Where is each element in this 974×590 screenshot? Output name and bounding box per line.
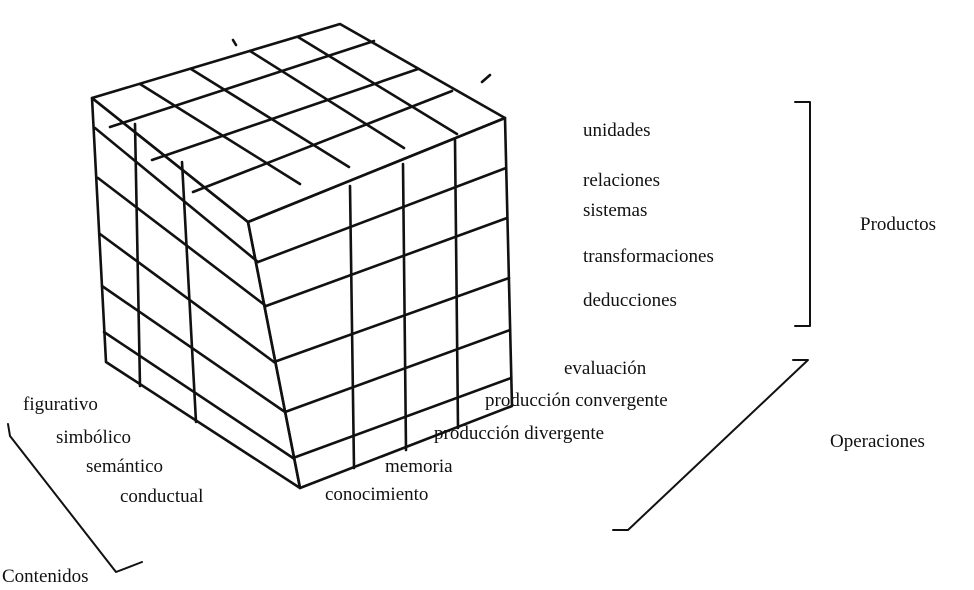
- right-grid-line: [256, 166, 508, 264]
- contenidos-group: figurativo simbólico semántico conductua…: [2, 394, 203, 587]
- operacion-memoria: memoria: [385, 456, 453, 477]
- top-grid-line: [189, 67, 351, 169]
- right-grid-line: [283, 328, 512, 414]
- operacion-evaluacion: evaluación: [564, 358, 647, 379]
- operacion-produccion-divergente: producción divergente: [434, 423, 604, 444]
- right-grid-line: [348, 184, 356, 470]
- producto-transformaciones: transformaciones: [583, 246, 714, 267]
- producto-deducciones: deducciones: [583, 290, 677, 311]
- operaciones-heading: Operaciones: [830, 431, 925, 452]
- right-grid-line: [291, 376, 513, 460]
- operaciones-bracket: [612, 359, 809, 531]
- top-grid-line: [296, 35, 459, 136]
- operaciones-group: evaluación producción convergente produc…: [325, 358, 925, 531]
- top-grid-line: [191, 89, 454, 194]
- left-grid-line: [96, 176, 268, 308]
- right-grid-line: [264, 216, 509, 308]
- intellect-cube: [90, 22, 514, 490]
- productos-group: unidades relaciones sistemas transformac…: [583, 101, 936, 327]
- left-grid-line: [102, 330, 295, 460]
- operacion-produccion-convergente: producción convergente: [485, 390, 668, 411]
- contenido-figurativo: figurativo: [23, 394, 98, 415]
- top-edge-stub: [480, 73, 492, 84]
- contenidos-heading: Contenidos: [2, 566, 89, 585]
- producto-unidades: unidades: [583, 120, 651, 141]
- producto-sistemas: sistemas: [583, 200, 647, 221]
- left-grid-line: [133, 122, 142, 388]
- top-grid-line: [108, 39, 376, 129]
- cube-right-face: [246, 116, 514, 490]
- producto-relaciones: relaciones: [583, 170, 660, 191]
- contenido-conductual: conductual: [120, 486, 203, 507]
- right-grid-line: [453, 138, 460, 430]
- left-grid-line: [100, 284, 287, 414]
- top-edge-stub: [231, 38, 238, 47]
- contenido-semantico: semántico: [86, 456, 163, 477]
- left-grid-line: [93, 126, 260, 264]
- top-grid-line: [138, 82, 302, 186]
- top-grid-line: [150, 67, 420, 162]
- cube-right-outline: [246, 116, 514, 490]
- contenidos-bracket: [7, 423, 143, 573]
- contenido-simbolico: simbólico: [56, 427, 131, 448]
- cube-left-face: [90, 96, 302, 490]
- productos-heading: Productos: [860, 214, 936, 235]
- right-grid-line: [401, 162, 408, 452]
- left-grid-line: [98, 232, 276, 364]
- left-grid-line: [180, 160, 198, 424]
- productos-bracket: [794, 101, 811, 327]
- right-grid-line: [272, 276, 511, 364]
- operacion-conocimiento: conocimiento: [325, 484, 428, 505]
